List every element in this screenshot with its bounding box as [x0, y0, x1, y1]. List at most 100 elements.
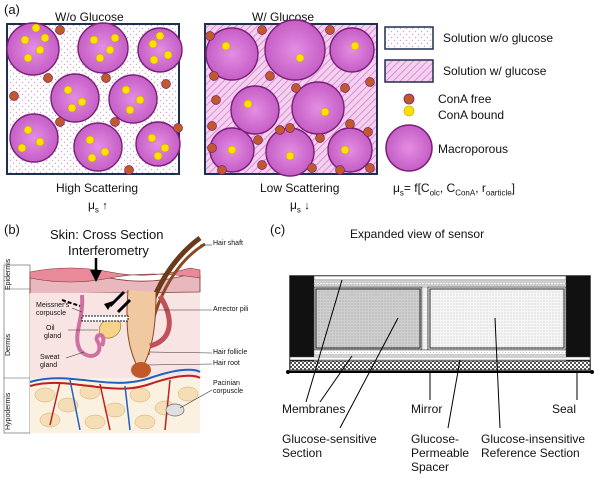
cona-free-dot	[9, 91, 19, 101]
legend-sol-w: Solution w/ glucose	[443, 64, 547, 78]
cona-bound-dot	[35, 137, 45, 147]
down-arrow-icon: ↓	[304, 200, 310, 212]
label-arrector-pili: Arrector pili	[213, 306, 249, 313]
cona-free-dot	[55, 25, 65, 35]
panel-c-label: (c)	[270, 222, 286, 237]
cona-free-dot	[315, 133, 325, 143]
cona-bound-dot	[23, 125, 33, 135]
legend-macroporous-sphere	[385, 124, 433, 172]
cona-bound-dot	[35, 45, 45, 55]
cona-bound-dot	[67, 103, 77, 113]
cona-bound-dot	[285, 151, 295, 161]
label-oil-gland: gland	[44, 333, 62, 340]
cona-free-dot	[55, 117, 65, 127]
legend-cona-free-dot	[403, 93, 415, 105]
label-pacinian-2: corpuscle	[213, 388, 243, 395]
cona-free-dot	[110, 117, 120, 127]
macroporous-sphere	[73, 122, 123, 172]
cona-bound-dot	[125, 105, 135, 115]
cona-free-dot	[253, 135, 263, 145]
panel-b-label: (b)	[4, 222, 20, 237]
label-sweat-gland: gland	[40, 362, 58, 369]
sensor-title: Expanded view of sensor	[350, 227, 485, 241]
seal-right	[566, 276, 590, 370]
cona-free-dot	[363, 127, 373, 137]
label-pacinian: Pacinian	[213, 380, 240, 387]
cona-free-dot	[307, 163, 317, 173]
cona-bound-dot	[110, 33, 120, 43]
cona-free-dot	[275, 125, 285, 135]
label-seal: Seal	[552, 402, 577, 416]
cona-free-dot	[345, 119, 355, 129]
cona-bound-dot	[227, 145, 237, 155]
legend-sol-wo: Solution w/o glucose	[443, 31, 554, 45]
cona-bound-dot	[63, 85, 73, 95]
macroporous-sphere	[137, 27, 183, 73]
cona-bound-dot	[221, 41, 231, 51]
cona-free-dot	[101, 73, 111, 83]
cona-free-dot	[365, 163, 375, 173]
scattering-formula: μs= f[Colc, CConA, roarticle]	[393, 181, 516, 198]
label-glucose-sensitive: Glucose-sensitive Section	[282, 432, 377, 460]
macroporous-sphere	[264, 19, 326, 81]
panel-a-graphic	[6, 19, 434, 177]
cona-bound-dot	[95, 53, 105, 63]
cona-free-dot	[340, 83, 350, 93]
cona-bound-dot	[23, 53, 33, 63]
cona-free-dot	[257, 160, 267, 170]
legend-macroporous: Macroporous	[438, 142, 509, 156]
mirror-layer	[289, 360, 591, 371]
cona-bound-dot	[31, 23, 41, 33]
cona-free-dot	[207, 121, 217, 131]
label-meissner-2: corpuscle	[36, 310, 66, 317]
macroporous-sphere	[205, 27, 259, 81]
label-oil: Oil	[46, 325, 55, 332]
cona-free-dot	[291, 83, 301, 93]
label-hair-root: Hair root	[213, 360, 240, 367]
panel-a-label: (a)	[4, 2, 20, 17]
cona-free-dot	[173, 123, 183, 133]
left-caption: High Scattering	[56, 181, 139, 195]
cona-bound-dot	[340, 145, 350, 155]
cona-free-dot	[211, 95, 221, 105]
cona-free-dot	[124, 165, 134, 175]
cona-bound-dot	[87, 153, 97, 163]
cona-bound-dot	[17, 143, 27, 153]
label-sweat: Sweat	[40, 354, 60, 361]
cona-bound-dot	[350, 41, 360, 51]
label-glucose-insensitive: Glucose-insensitive Reference Section	[481, 432, 586, 460]
legend-cona-bound-dot	[403, 105, 415, 117]
right-spheres	[205, 19, 375, 177]
cona-bound-dot	[149, 55, 159, 65]
cona-free-dot	[217, 165, 227, 175]
cona-bound-dot	[160, 143, 170, 153]
legend-swatch-w	[384, 59, 434, 83]
cona-bound-dot	[85, 135, 95, 145]
cona-bound-dot	[163, 50, 173, 60]
label-glucose-permeable-spacer: Glucose- Permeable Spacer	[411, 432, 470, 474]
label-hair-follicle: Hair follicle	[213, 349, 248, 356]
macroporous-sphere	[135, 121, 181, 167]
cona-bound-dot	[243, 99, 253, 109]
cona-free-dot	[209, 71, 219, 81]
cona-free-dot	[205, 31, 215, 41]
cona-bound-dot	[135, 95, 145, 105]
cona-bound-dot	[148, 39, 158, 49]
right-caption: Low Scattering	[260, 181, 340, 195]
cona-bound-dot	[20, 35, 30, 45]
cona-bound-dot	[40, 33, 50, 43]
seal-left	[290, 276, 314, 370]
cona-free-dot	[43, 73, 53, 83]
label-hair-shaft: Hair shaft	[213, 240, 243, 247]
cona-free-dot	[265, 71, 275, 81]
skin-title-line1: Skin: Cross Section	[50, 227, 164, 242]
cona-bound-dot	[295, 53, 305, 63]
cona-free-dot	[161, 79, 171, 89]
cona-bound-dot	[147, 133, 157, 143]
left-box-title: W/o Glucose	[55, 10, 124, 24]
cona-bound-dot	[320, 107, 330, 117]
cona-bound-dot	[77, 97, 87, 107]
cona-bound-dot	[105, 45, 115, 55]
